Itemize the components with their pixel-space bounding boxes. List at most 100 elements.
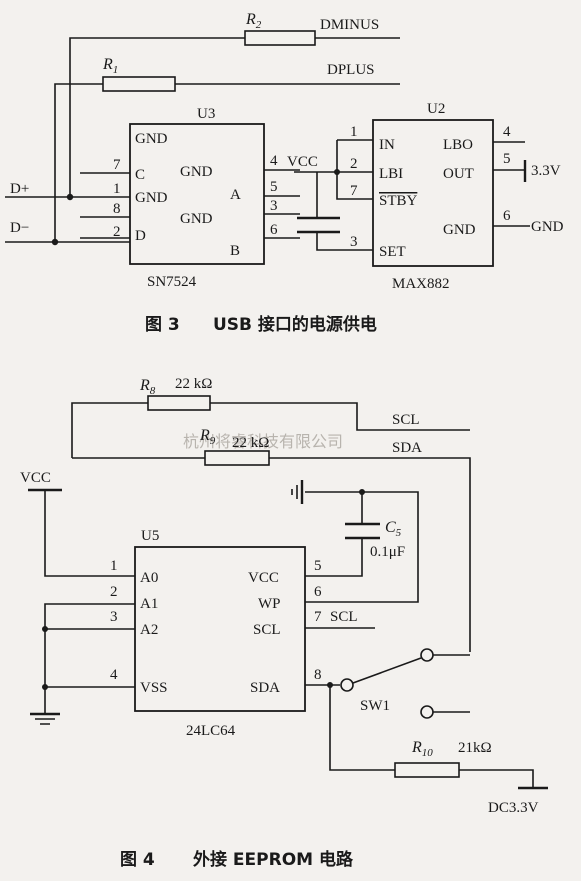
out-value: 3.3V xyxy=(531,163,561,179)
resistor-r9 xyxy=(204,450,270,466)
u5-left-label: A1 xyxy=(140,596,158,612)
u2-right-pin-lines xyxy=(493,141,530,227)
sw1-label: SW1 xyxy=(360,698,390,714)
chip-u2 xyxy=(372,119,494,267)
u3-right-pin: 6 xyxy=(270,222,278,238)
u2-left-label: LBI xyxy=(379,166,403,182)
wire-r1-left xyxy=(54,83,103,242)
junction-vss xyxy=(42,684,48,690)
u3-right-pin: 5 xyxy=(270,179,278,195)
switch-sw1-contact-b xyxy=(420,705,434,719)
dc-label: DC3.3V xyxy=(488,800,539,816)
r9-label: R9 xyxy=(199,427,216,447)
junction-d-plus xyxy=(66,193,74,201)
wire-r10-left xyxy=(329,685,395,771)
r10-label: R10 xyxy=(411,739,433,759)
junction-c5 xyxy=(359,489,365,495)
capacitor-c5 xyxy=(345,522,380,540)
chip-u3 xyxy=(129,123,265,265)
wire-r2-left xyxy=(69,37,245,197)
u2-right-label: OUT xyxy=(443,166,474,182)
u3-left-label: GND xyxy=(135,190,168,206)
fig3-caption: USB 接口的电源供电 xyxy=(213,314,377,335)
scl-pin-label: SCL xyxy=(330,609,358,625)
r2-label: R2 xyxy=(245,11,262,31)
u2-left-pin: 7 xyxy=(350,183,358,199)
u2-name: U2 xyxy=(427,101,445,117)
wire-r8-left xyxy=(71,402,148,458)
fig4-caption: 外接 EEPROM 电路 xyxy=(193,849,354,870)
u5-left-label: VSS xyxy=(140,680,168,696)
d-plus-label: D+ xyxy=(10,181,29,197)
u5-left-pin: 4 xyxy=(110,667,118,683)
u3-left-pin: 8 xyxy=(113,201,121,217)
u5-part: 24LC64 xyxy=(186,723,236,739)
u2-right-label: LBO xyxy=(443,137,473,153)
capacitor-vcc xyxy=(297,216,340,234)
u2-right-pin: 6 xyxy=(503,208,511,224)
figure-4-eeprom: 杭州将睿科技有限公司 R8 22 kΩ SCL R9 22 kΩ SDA VCC… xyxy=(20,376,548,870)
u3-right-label: GND xyxy=(180,164,213,180)
u5-left-pin: 2 xyxy=(110,584,118,600)
switch-sw1-contact-a xyxy=(420,648,434,662)
r8-value: 22 kΩ xyxy=(175,376,212,392)
junction-vcc xyxy=(334,169,340,175)
u3-right-pin: 4 xyxy=(270,153,278,169)
u5-right-label: SCL xyxy=(253,622,281,638)
u3-left-label: GND xyxy=(135,131,168,147)
r8-label: R8 xyxy=(139,377,156,397)
u3-left-pin: 7 xyxy=(113,157,121,173)
junction-a2 xyxy=(42,626,48,632)
resistor-r1 xyxy=(102,76,176,92)
u3-right-pin: 3 xyxy=(270,198,278,214)
c5-value: 0.1μF xyxy=(370,544,405,560)
u3-name: U3 xyxy=(197,106,215,122)
u2-gnd: GND xyxy=(531,219,564,235)
wire-set xyxy=(316,232,373,251)
u5-right-label: VCC xyxy=(248,570,279,586)
watermark: 杭州将睿科技有限公司 xyxy=(183,432,343,451)
wire-r10-right xyxy=(459,769,534,788)
u2-left-pin: 1 xyxy=(350,124,358,140)
switch-sw1-lever[interactable] xyxy=(352,657,422,684)
dminus-label: DMINUS xyxy=(320,17,379,33)
chip-u5 xyxy=(134,546,306,712)
resistor-r2 xyxy=(244,30,316,46)
u5-right-pin: 5 xyxy=(314,558,322,574)
u2-left-pin: 3 xyxy=(350,234,358,250)
u2-left-pin: 2 xyxy=(350,156,358,172)
junction-d-minus xyxy=(51,238,59,246)
fig4-caption-num: 图 4 xyxy=(120,850,155,870)
c5-label: C5 xyxy=(385,519,402,539)
resistor-r10 xyxy=(394,762,460,778)
switch-sw1-pivot[interactable] xyxy=(340,678,354,692)
u5-left-pin: 3 xyxy=(110,609,118,625)
wire-in-stby xyxy=(336,139,373,200)
u3-right-pin-lines xyxy=(264,169,300,239)
scl-label: SCL xyxy=(392,412,420,428)
u5-right-label: SDA xyxy=(250,680,280,696)
u5-left-label: A0 xyxy=(140,570,158,586)
d-minus-label: D− xyxy=(10,220,29,236)
vcc-label: VCC xyxy=(287,154,318,170)
u3-right-label: GND xyxy=(180,211,213,227)
u5-right-pin: 7 xyxy=(314,609,322,625)
fig3-caption-num: 图 3 xyxy=(145,315,180,335)
ground-top-lines xyxy=(291,485,298,499)
u3-right-label: A xyxy=(230,187,241,203)
u5-name: U5 xyxy=(141,528,159,544)
wire-sda xyxy=(269,457,471,652)
u2-left-label: IN xyxy=(379,137,395,153)
u2-right-pin: 4 xyxy=(503,124,511,140)
u5-left-pin: 1 xyxy=(110,558,118,574)
r10-value: 21kΩ xyxy=(458,740,492,756)
u3-left-pin: 1 xyxy=(113,181,121,197)
u3-part: SN7524 xyxy=(147,274,197,290)
vcc-label: VCC xyxy=(20,470,51,486)
u5-left-label: A2 xyxy=(140,622,158,638)
u3-left-pin-lines xyxy=(80,172,130,239)
u5-right-label: WP xyxy=(258,596,281,612)
figure-3-usb-power: R2 DMINUS R1 DPLUS D+ D− U3 SN7524 GND C… xyxy=(5,11,564,335)
